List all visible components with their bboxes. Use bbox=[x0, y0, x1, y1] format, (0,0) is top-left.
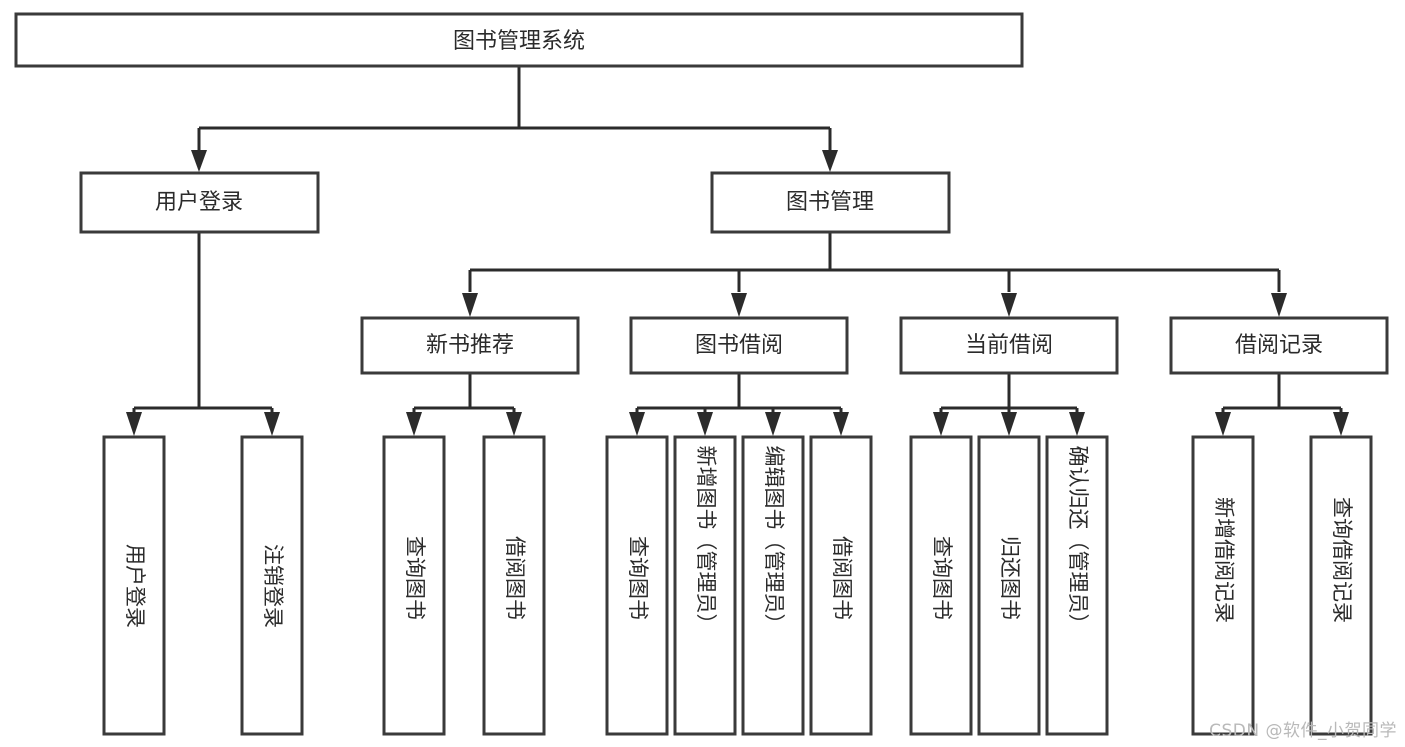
node-root-box[interactable] bbox=[14, 12, 1024, 68]
node-leaf-query-book-1[interactable]: 查询图书 bbox=[382, 435, 446, 736]
node-leaf-add-record-label: 新增借阅记录 bbox=[1212, 497, 1236, 623]
node-borrow-record-label: 借阅记录 bbox=[1235, 333, 1323, 358]
node-leaf-add-book-box[interactable] bbox=[673, 435, 737, 736]
node-user-login-box[interactable] bbox=[79, 171, 320, 234]
node-new-book-recommend-label: 新书推荐 bbox=[426, 333, 514, 358]
node-leaf-query-book-3-label: 查询图书 bbox=[930, 536, 954, 620]
node-book-borrow-label: 图书借阅 bbox=[695, 333, 783, 358]
node-leaf-user-login[interactable]: 用户登录 bbox=[102, 435, 166, 736]
arrow-head-new-book-recommend bbox=[462, 293, 478, 317]
arrow-head-leaf-borrow-book-2 bbox=[833, 412, 849, 436]
node-leaf-confirm-return[interactable]: 确认归还（管理员） bbox=[1045, 435, 1109, 736]
node-leaf-borrow-book-2-label: 借阅图书 bbox=[830, 536, 854, 620]
node-leaf-add-book-label: 新增图书（管理员） bbox=[694, 446, 718, 635]
node-current-borrow[interactable]: 当前借阅 bbox=[899, 316, 1119, 375]
arrow-head-leaf-add-book bbox=[697, 412, 713, 436]
node-leaf-add-record[interactable]: 新增借阅记录 bbox=[1191, 435, 1255, 736]
arrow-head-leaf-query-book-2 bbox=[629, 412, 645, 436]
node-leaf-borrow-book-1[interactable]: 借阅图书 bbox=[482, 435, 546, 736]
node-book-management-box[interactable] bbox=[710, 171, 951, 234]
node-book-borrow[interactable]: 图书借阅 bbox=[629, 316, 849, 375]
node-new-book-recommend-box[interactable] bbox=[360, 316, 580, 375]
arrow-head-leaf-user-login bbox=[126, 412, 142, 436]
node-leaf-borrow-book-2-box[interactable] bbox=[809, 435, 873, 736]
node-borrow-record[interactable]: 借阅记录 bbox=[1169, 316, 1389, 375]
arrow-head-leaf-logout bbox=[264, 412, 280, 436]
node-leaf-query-record-box[interactable] bbox=[1309, 435, 1373, 736]
node-book-borrow-box[interactable] bbox=[629, 316, 849, 375]
arrow-head-user-login bbox=[191, 150, 207, 172]
node-leaf-query-book-2[interactable]: 查询图书 bbox=[605, 435, 669, 736]
node-leaf-borrow-book-1-label: 借阅图书 bbox=[503, 536, 527, 620]
node-leaf-borrow-book-1-box[interactable] bbox=[482, 435, 546, 736]
node-leaf-user-login-label: 用户登录 bbox=[123, 544, 147, 628]
node-leaf-confirm-return-box[interactable] bbox=[1045, 435, 1109, 736]
arrow-head-leaf-query-book-1 bbox=[406, 412, 422, 436]
node-leaf-logout[interactable]: 注销登录 bbox=[240, 435, 304, 736]
arrow-head-leaf-return-book bbox=[1001, 412, 1017, 436]
node-user-login-label: 用户登录 bbox=[155, 190, 243, 215]
arrow-head-leaf-add-record bbox=[1215, 412, 1231, 436]
node-current-borrow-label: 当前借阅 bbox=[965, 333, 1053, 358]
node-leaf-logout-box[interactable] bbox=[240, 435, 304, 736]
node-leaf-return-book[interactable]: 归还图书 bbox=[977, 435, 1041, 736]
node-leaf-edit-book-label: 编辑图书（管理员） bbox=[762, 446, 786, 635]
node-leaf-query-book-3[interactable]: 查询图书 bbox=[909, 435, 973, 736]
node-leaf-logout-label: 注销登录 bbox=[261, 544, 285, 628]
connector-group bbox=[126, 66, 1349, 436]
node-leaf-query-book-2-box[interactable] bbox=[605, 435, 669, 736]
node-leaf-borrow-book-2[interactable]: 借阅图书 bbox=[809, 435, 873, 736]
node-leaf-confirm-return-label: 确认归还（管理员） bbox=[1066, 446, 1090, 635]
arrow-head-book-management bbox=[822, 150, 838, 172]
node-root-label: 图书管理系统 bbox=[453, 29, 585, 54]
arrow-head-book-borrow bbox=[731, 293, 747, 317]
arrow-head-leaf-borrow-book-1 bbox=[506, 412, 522, 436]
csdn-watermark: CSDN @软件_小贺同学 bbox=[1209, 721, 1397, 741]
node-leaf-edit-book[interactable]: 编辑图书（管理员） bbox=[741, 435, 805, 736]
arrow-head-borrow-record bbox=[1271, 293, 1287, 317]
node-leaf-edit-book-box[interactable] bbox=[741, 435, 805, 736]
node-leaf-add-record-box[interactable] bbox=[1191, 435, 1255, 736]
node-current-borrow-box[interactable] bbox=[899, 316, 1119, 375]
node-new-book-recommend[interactable]: 新书推荐 bbox=[360, 316, 580, 375]
node-user-login[interactable]: 用户登录 bbox=[79, 171, 320, 234]
arrow-head-current-borrow bbox=[1001, 293, 1017, 317]
node-leaf-return-book-box[interactable] bbox=[977, 435, 1041, 736]
arrow-head-leaf-confirm-return bbox=[1069, 412, 1085, 436]
node-leaf-query-record[interactable]: 查询借阅记录 bbox=[1309, 435, 1373, 736]
node-leaf-query-book-1-label: 查询图书 bbox=[403, 536, 427, 620]
node-leaf-query-record-label: 查询借阅记录 bbox=[1330, 497, 1354, 623]
node-leaf-query-book-1-box[interactable] bbox=[382, 435, 446, 736]
node-leaf-query-book-2-label: 查询图书 bbox=[626, 536, 650, 620]
node-leaf-add-book[interactable]: 新增图书（管理员） bbox=[673, 435, 737, 736]
arrow-head-leaf-edit-book bbox=[765, 412, 781, 436]
node-root[interactable]: 图书管理系统 bbox=[14, 12, 1024, 68]
node-leaf-query-book-3-box[interactable] bbox=[909, 435, 973, 736]
arrow-head-leaf-query-record bbox=[1333, 412, 1349, 436]
node-borrow-record-box[interactable] bbox=[1169, 316, 1389, 375]
node-leaf-user-login-box[interactable] bbox=[102, 435, 166, 736]
node-book-management[interactable]: 图书管理 bbox=[710, 171, 951, 234]
arrow-head-leaf-query-book-3 bbox=[933, 412, 949, 436]
node-leaf-return-book-label: 归还图书 bbox=[998, 536, 1022, 620]
node-book-management-label: 图书管理 bbox=[786, 190, 874, 215]
